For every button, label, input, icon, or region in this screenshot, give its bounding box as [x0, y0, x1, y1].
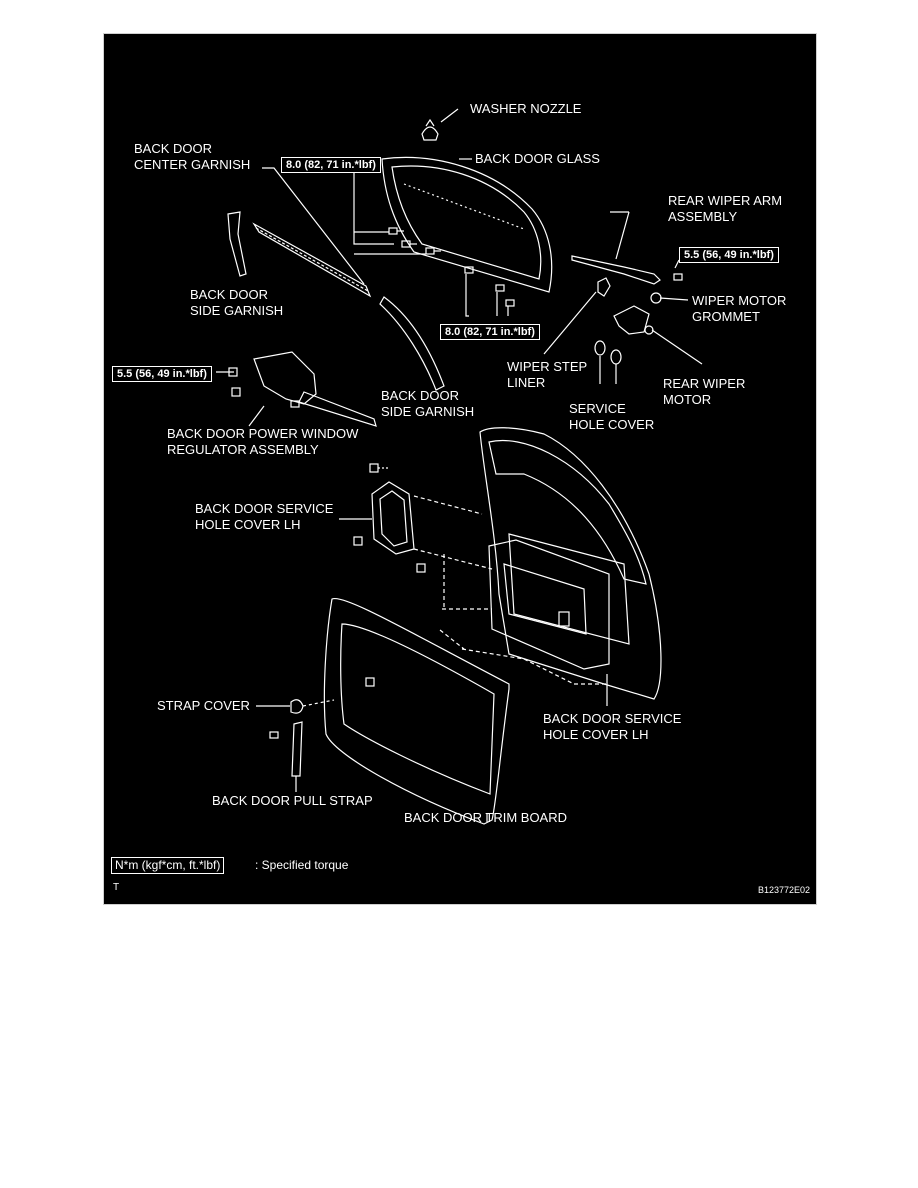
center-garnish-label: BACK DOOR CENTER GARNISH: [134, 141, 251, 172]
inner-panel-part: [439, 539, 610, 685]
torque-glass-bottom: 8.0 (82, 71 in.*lbf): [440, 324, 540, 340]
glass-bolts: [388, 227, 515, 307]
side-garnish-left-label: BACK DOOR SIDE GARNISH: [190, 287, 284, 318]
trim-board-part: [323, 597, 510, 825]
service-hole-cover-lh-top-label: BACK DOOR SERVICE HOLE COVER LH: [195, 501, 334, 532]
side-garnish-right-label: BACK DOOR SIDE GARNISH: [381, 388, 475, 419]
figure-code: B123772E02: [758, 885, 811, 895]
wiper-step-liner-label: WIPER STEP LINER: [507, 359, 588, 390]
side-garnish-right-part: [379, 296, 445, 391]
pull-strap-part: [269, 721, 303, 777]
diagram-drawing: [216, 108, 703, 825]
power-window-regulator-part: [228, 351, 377, 427]
center-garnish-part: [252, 222, 372, 298]
torque-legend-text: : Specified torque: [255, 858, 349, 872]
rear-wiper-motor-part: [613, 292, 662, 335]
service-hole-cover-lh-bottom-label: BACK DOOR SERVICE HOLE COVER LH: [543, 711, 682, 742]
wiper-motor-grommet-label: WIPER MOTOR GROMMET: [692, 293, 787, 324]
back-door-glass-label: BACK DOOR GLASS: [475, 151, 600, 166]
strap-cover-label: STRAP COVER: [157, 698, 250, 713]
exploded-diagram: WASHER NOZZLE BACK DOOR GLASS BACK DOOR …: [103, 33, 817, 905]
power-window-regulator-label: BACK DOOR POWER WINDOW REGULATOR ASSEMBL…: [167, 426, 359, 457]
trim-board-label: BACK DOOR TRIM BOARD: [404, 810, 568, 825]
rear-wiper-arm-part: [571, 255, 683, 285]
corner-code-left: T: [113, 882, 120, 893]
torque-glass-top: 8.0 (82, 71 in.*lbf): [281, 157, 381, 173]
rear-wiper-arm-label: REAR WIPER ARM ASSEMBLY: [668, 193, 783, 224]
torque-regulator: 5.5 (56, 49 in.*lbf): [112, 366, 212, 382]
side-garnish-left-part: [227, 211, 247, 277]
service-hole-cover-label: SERVICE HOLE COVER: [569, 401, 655, 432]
back-door-glass-part: [381, 156, 553, 293]
pull-strap-label: BACK DOOR PULL STRAP: [212, 793, 373, 808]
service-hole-cover-part: [594, 340, 622, 365]
wiper-step-liner-part: [597, 277, 611, 297]
torque-wiper-arm: 5.5 (56, 49 in.*lbf): [679, 247, 779, 263]
back-door-frame-part: [479, 427, 662, 700]
torque-legend-unit: N*m (kgf*cm, ft.*lbf): [111, 857, 225, 874]
service-hole-cover-lh-part: [353, 463, 493, 573]
rear-wiper-motor-label: REAR WIPER MOTOR: [663, 376, 746, 407]
label-leaders: [248, 108, 703, 822]
washer-nozzle-label: WASHER NOZZLE: [470, 101, 582, 116]
strap-cover-part: [290, 699, 335, 714]
washer-nozzle-part: [421, 118, 439, 141]
torque-leaders: [216, 172, 680, 373]
